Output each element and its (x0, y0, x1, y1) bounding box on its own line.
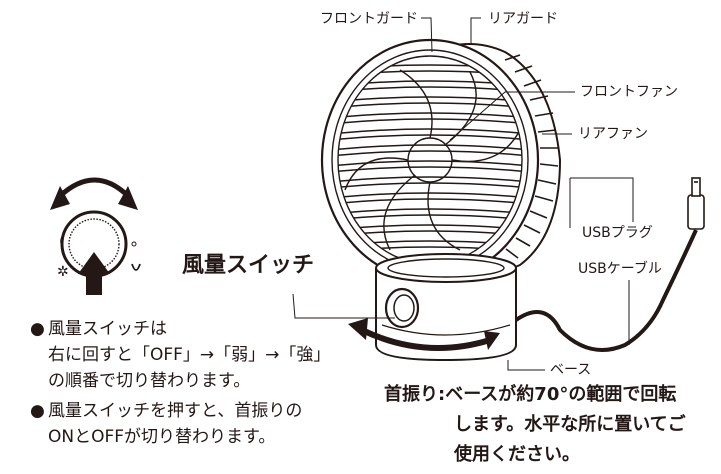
swing-line3: 使用ください。 (454, 444, 580, 465)
swing-description: 首振り:ベースが約70°の範囲で回転 します。水平な所に置いてご 使用ください。 (384, 380, 686, 470)
note-press-line1: 風量スイッチを押すと、首振りの (48, 401, 303, 421)
label-base: ベース (550, 362, 592, 378)
label-rear-guard: リアガード (488, 11, 558, 27)
label-usb-cable: USBケーブル (578, 261, 662, 277)
swing-line2: します。水平な所に置いてご (454, 414, 686, 435)
note-press-line2: ONとOFFが切り替わります。 (48, 427, 276, 447)
usb-plug-icon (687, 177, 705, 230)
switch-title: 風量スイッチ (182, 253, 315, 278)
note-rotate-line1: 風量スイッチは (48, 319, 167, 339)
usb-cable (514, 229, 698, 352)
note-bullet-2: ● (30, 401, 45, 421)
dial-mark-low: ( (59, 234, 64, 250)
label-usb-plug: USBプラグ (582, 225, 653, 241)
note-bullet-1: ● (30, 319, 45, 339)
front-guard-ring (320, 38, 540, 282)
note-press: ●風量スイッチを押すと、首振りの ONとOFFが切り替わります。 (30, 398, 302, 450)
leader-lines (292, 17, 634, 371)
swing-line1: 首振り:ベースが約70°の範囲で回転 (384, 384, 677, 405)
note-rotate-line3: の順番で切り替わります。 (48, 371, 251, 391)
label-rear-fan: リアファン (578, 126, 648, 142)
label-front-fan: フロントファン (580, 84, 678, 100)
note-rotate-line2: 右に回すと「OFF」→「弱」→「強」 (48, 345, 331, 365)
dial-diagram: ( ✲ (50, 177, 141, 295)
note-rotate: ●風量スイッチは 右に回すと「OFF」→「弱」→「強」 の順番で切り替わります。 (30, 316, 330, 394)
swing-rotation-arrow (348, 318, 500, 351)
base-switch-knob (384, 287, 420, 329)
fan-mark-icon: ✲ (57, 264, 69, 280)
label-front-guard: フロントガード (320, 11, 418, 27)
